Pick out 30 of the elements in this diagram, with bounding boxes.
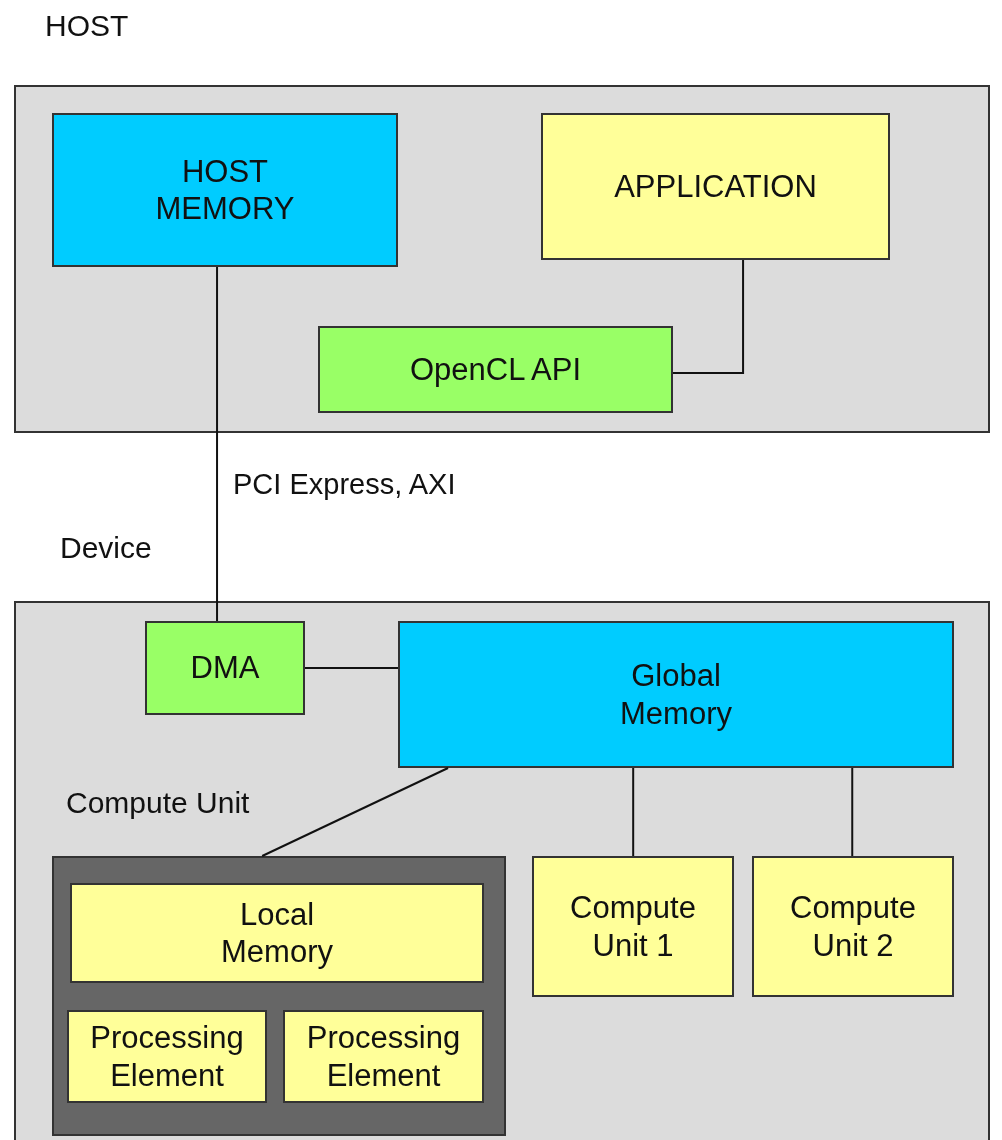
box-label: APPLICATION: [614, 167, 817, 206]
connector-line: [216, 266, 219, 622]
box-label: Local Memory: [220, 895, 334, 971]
connector-line: [261, 767, 450, 857]
box-label: DMA: [190, 649, 260, 687]
box-label: Compute Unit 2: [789, 889, 917, 964]
processing-element-box: [67, 1010, 267, 1103]
compute-unit-box: [752, 856, 954, 997]
panel-heading: Device: [60, 531, 152, 565]
memory-box: [398, 621, 954, 768]
panel-heading: HOST: [45, 9, 129, 43]
box-label: Compute Unit 1: [569, 889, 697, 964]
box-label: OpenCL API: [409, 350, 582, 389]
box-label: Processing Element: [89, 1019, 245, 1094]
dma-box: [145, 621, 305, 715]
panel-heading: Compute Unit: [66, 786, 250, 820]
box-label: Global Memory: [619, 657, 733, 732]
memory-box: [52, 113, 398, 267]
application-box: [541, 113, 890, 260]
connector-line: [304, 667, 399, 669]
api-box: [318, 326, 673, 413]
edge-label: PCI Express, AXI: [233, 468, 456, 502]
box-label: Processing Element: [305, 1019, 462, 1094]
connector-line: [851, 767, 854, 857]
memory-box: [70, 883, 484, 983]
connector-line: [672, 259, 745, 374]
box-label: HOST MEMORY: [154, 152, 296, 228]
compute-unit-box: [532, 856, 734, 997]
connector-line: [632, 767, 635, 857]
processing-element-box: [283, 1010, 484, 1103]
